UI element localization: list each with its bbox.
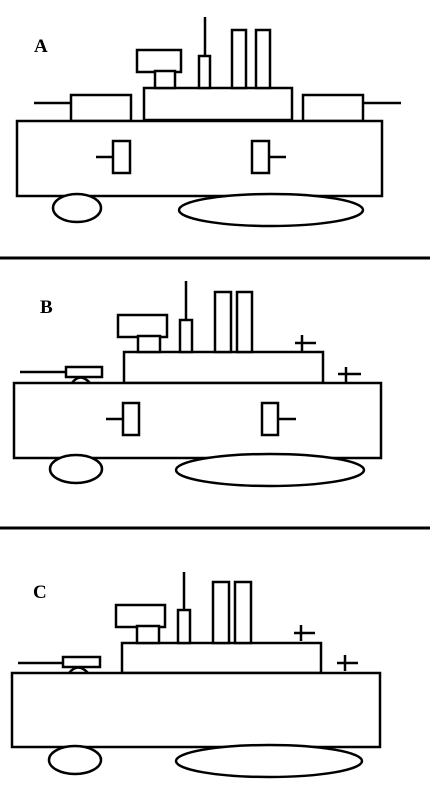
side-gun-fore [111, 139, 132, 175]
mast-base [197, 54, 212, 90]
panel-c: C [10, 572, 382, 779]
funnel-fore [230, 28, 248, 90]
bow-bulb [51, 192, 103, 224]
funnel-aft [233, 580, 253, 645]
panel-label-b: B [40, 297, 53, 318]
side-gun-aft [260, 401, 280, 437]
superstructure [120, 641, 323, 675]
bow-bulb [48, 453, 104, 485]
panel-label-c: C [33, 582, 47, 603]
superstructure [122, 350, 325, 385]
director [114, 603, 167, 629]
hull [12, 381, 383, 460]
director-base [136, 334, 162, 354]
hull [15, 119, 384, 198]
funnel-fore [211, 580, 231, 645]
mast-base [178, 318, 194, 354]
panel-label-a: A [34, 36, 48, 57]
turret-fore [69, 93, 133, 123]
deck-gun-mount [68, 666, 89, 674]
side-gun-aft [250, 139, 271, 175]
mast-base [176, 608, 192, 645]
funnel-aft [254, 28, 272, 90]
superstructure [142, 86, 294, 122]
keel-ellipse [174, 452, 366, 488]
side-gun-fore [121, 401, 141, 437]
keel-ellipse [177, 192, 365, 228]
director [135, 48, 183, 74]
director-base [153, 69, 177, 90]
keel-ellipse [174, 743, 364, 779]
bow-bulb [47, 744, 103, 776]
deck-gun [64, 365, 104, 379]
deck-gun-mount [70, 376, 91, 384]
funnel-fore [213, 290, 233, 354]
director [116, 313, 169, 339]
turret-aft [301, 93, 365, 123]
funnel-aft [235, 290, 254, 354]
director-base [135, 624, 161, 645]
panel-b: B [12, 281, 383, 488]
hull [10, 671, 382, 749]
deck-gun [61, 655, 102, 669]
panel-a: A [15, 17, 401, 228]
